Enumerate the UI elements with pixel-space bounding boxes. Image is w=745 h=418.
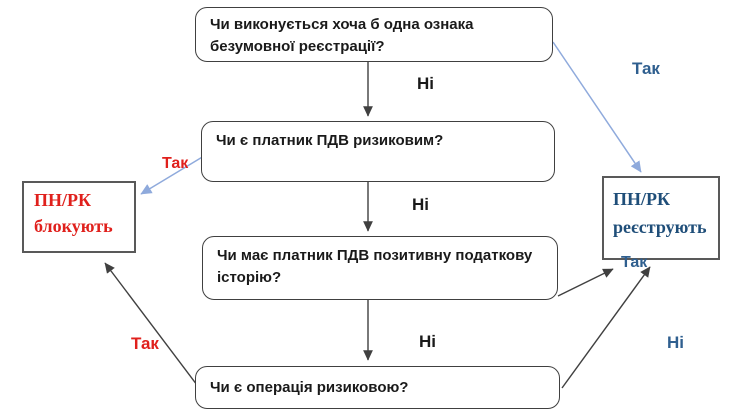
- edge-q1-register: [552, 41, 642, 173]
- edge-label-q4-no: Ні: [667, 333, 684, 352]
- node-question-text: Чи є операція ризиковою?: [210, 379, 409, 396]
- node-question-risky-payer: Чи є платник ПДВ ризиковим?: [201, 121, 555, 182]
- edge-q2-block: [140, 155, 205, 195]
- edge-label-q3-yes: Так: [621, 254, 648, 271]
- edge-label-q1-no: Ні: [417, 74, 434, 93]
- node-result-block: ПН/РК блокують: [22, 181, 136, 253]
- node-question-risky-operation: Чи є операція ризиковою?: [195, 366, 560, 409]
- node-question-unconditional-registration: Чи виконується хоча б одна ознака безумо…: [195, 7, 553, 62]
- node-question-text: Чи виконується хоча б одна ознака безумо…: [210, 16, 474, 55]
- edge-label-q1-yes: Так: [632, 59, 660, 78]
- node-result-register: ПН/РК реєструють: [602, 176, 720, 260]
- node-result-block-line1: ПН/РК: [34, 190, 92, 210]
- node-result-register-line2: реєструють: [613, 217, 707, 237]
- node-question-text: Чи має платник ПДВ позитивну податкову і…: [217, 247, 533, 286]
- edge-label-q2-no: Ні: [412, 195, 429, 214]
- edge-label-q4-yes: Так: [131, 334, 159, 353]
- edge-q4-register: [561, 266, 651, 389]
- edge-label-q3-no: Ні: [419, 332, 436, 351]
- edge-label-q2-yes: Так: [162, 155, 189, 172]
- node-question-text: Чи є платник ПДВ ризиковим?: [216, 132, 444, 149]
- node-result-block-line2: блокують: [34, 216, 113, 236]
- node-result-register-line1: ПН/РК: [613, 189, 671, 209]
- edge-q4-block: [104, 262, 198, 386]
- edge-q3-register: [557, 268, 614, 297]
- node-question-positive-tax-history: Чи має платник ПДВ позитивну податкову і…: [202, 236, 558, 300]
